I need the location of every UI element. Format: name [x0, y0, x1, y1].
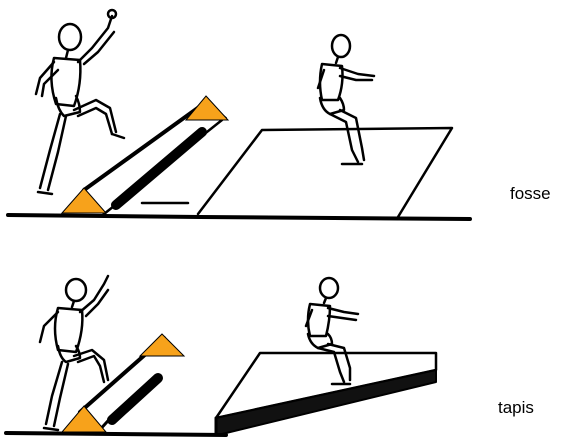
scene-tapis: [6, 276, 436, 435]
scene-fosse: [8, 10, 470, 219]
landing-jumper-tapis: [306, 278, 358, 384]
marker-top-upper: [186, 96, 228, 120]
ground-line-fosse: [8, 215, 470, 219]
marker-top-lower: [62, 188, 106, 213]
landing-mat: [216, 353, 436, 434]
ground-line-tapis: [6, 433, 226, 435]
marker-bottom-lower: [62, 406, 106, 432]
sand-pit-outline: [198, 128, 452, 217]
label-fosse: fosse: [510, 184, 551, 204]
marker-bottom-upper: [140, 334, 184, 356]
landing-jumper-fosse: [318, 35, 374, 164]
running-jumper-tapis: [40, 276, 108, 430]
running-jumper-fosse: [36, 10, 124, 194]
mat-side: [216, 370, 436, 434]
label-tapis: tapis: [498, 398, 534, 418]
